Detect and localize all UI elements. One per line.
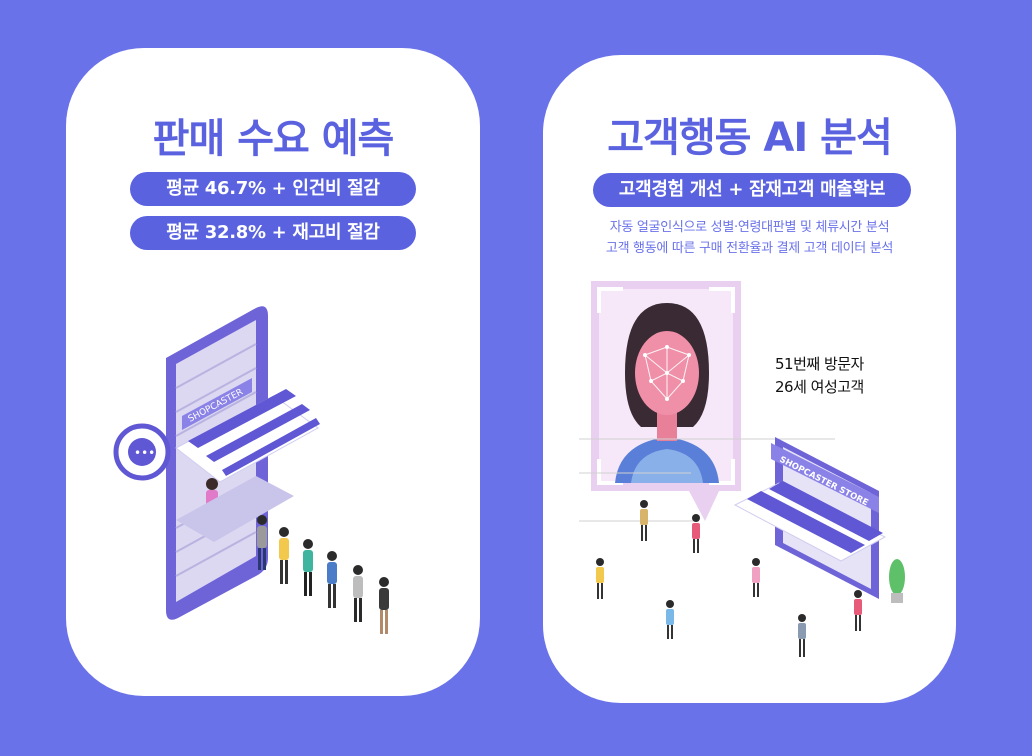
analysis-description-line-1: 자동 얼굴인식으로 성별·연령대판별 및 체류시간 분석 — [609, 220, 890, 235]
shop-queue-illustration: SHOPCASTER ••• — [113, 306, 389, 634]
customer-ai-card: 고객행동 AI 분석 고객경험 개선 + 잠재고객 매출확보 자동 얼굴인식으로… — [543, 55, 956, 703]
sales-forecast-card: 판매 수요 예측 평균 46.7% + 인건비 절감 평균 32.8% + 재고… — [66, 48, 480, 696]
visitor-count-label: 51번째 방문자 — [775, 355, 864, 373]
analysis-description-line-2: 고객 행동에 따른 구매 전환율과 결제 고객 데이터 분석 — [605, 241, 894, 256]
inventory-cost-badge: 평균 32.8% + 재고비 절감 — [130, 216, 416, 250]
svg-text:•••: ••• — [134, 446, 155, 460]
face-recognition-illustration: SHOPCASTER STORE — [579, 281, 905, 657]
visitor-profile-label: 26세 여성고객 — [775, 378, 864, 396]
customer-experience-badge: 고객경험 개선 + 잠재고객 매출확보 — [593, 173, 911, 207]
labor-cost-badge: 평균 46.7% + 인건비 절감 — [130, 172, 416, 206]
sales-forecast-title: 판매 수요 예측 — [152, 116, 395, 162]
customer-ai-title: 고객행동 AI 분석 — [607, 115, 893, 161]
